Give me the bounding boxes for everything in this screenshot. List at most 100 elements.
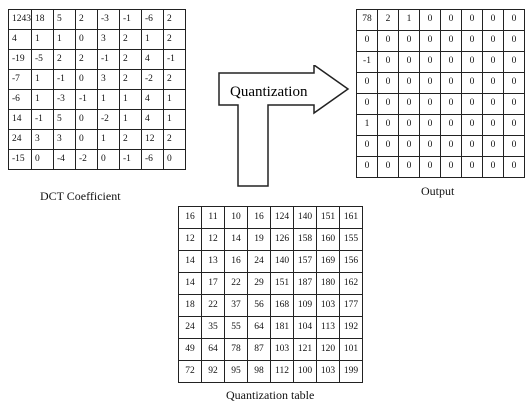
quant-cell: 64: [247, 316, 271, 339]
quant-cell: 35: [201, 316, 225, 339]
dct-cell: 2: [163, 129, 186, 150]
output-cell: 78: [356, 9, 378, 31]
dct-cell: -1: [119, 9, 142, 30]
quant-cell: 151: [316, 206, 340, 229]
dct-cell: 2: [119, 49, 142, 70]
dct-cell: -1: [97, 49, 120, 70]
dct-cell: 4: [141, 109, 164, 130]
dct-cell: 1: [163, 89, 186, 110]
output-cell: 0: [419, 135, 441, 157]
quant-cell: 101: [339, 338, 363, 361]
quant-cell: 22: [201, 294, 225, 317]
output-cell: 0: [503, 156, 525, 178]
dct-cell: 1: [31, 89, 54, 110]
quant-cell: 104: [293, 316, 317, 339]
output-cell: 0: [461, 51, 483, 73]
dct-cell: 4: [8, 29, 32, 50]
quant-cell: 168: [270, 294, 294, 317]
quant-cell: 12: [201, 228, 225, 251]
dct-cell: 2: [119, 29, 142, 50]
dct-cell: 1: [97, 129, 120, 150]
dct-cell: -1: [31, 109, 54, 130]
dct-cell: 2: [163, 29, 186, 50]
dct-cell: 2: [119, 69, 142, 90]
quant-cell: 162: [339, 272, 363, 295]
output-cell: 2: [377, 9, 399, 31]
quant-cell: 49: [178, 338, 202, 361]
quant-cell: 140: [293, 206, 317, 229]
output-cell: 0: [440, 135, 462, 157]
dct-cell: 14: [8, 109, 32, 130]
quant-cell: 112: [270, 360, 294, 383]
quant-cell: 14: [178, 272, 202, 295]
quant-cell: 56: [247, 294, 271, 317]
dct-cell: -5: [31, 49, 54, 70]
output-cell: 0: [461, 135, 483, 157]
quant-cell: 16: [178, 206, 202, 229]
output-cell: 0: [398, 114, 420, 136]
output-cell: 0: [398, 51, 420, 73]
quant-cell: 109: [293, 294, 317, 317]
output-cell: 0: [503, 30, 525, 52]
quant-cell: 161: [339, 206, 363, 229]
dct-cell: 5: [53, 109, 76, 130]
output-cell: 0: [377, 72, 399, 94]
quant-cell: 98: [247, 360, 271, 383]
quant-cell: 192: [339, 316, 363, 339]
output-cell: 0: [503, 51, 525, 73]
quant-cell: 18: [178, 294, 202, 317]
quant-cell: 158: [293, 228, 317, 251]
quant-cell: 155: [339, 228, 363, 251]
output-cell: 0: [503, 9, 525, 31]
quant-cell: 181: [270, 316, 294, 339]
output-cell: 0: [356, 156, 378, 178]
output-cell: 0: [461, 114, 483, 136]
output-cell: 0: [482, 135, 504, 157]
dct-cell: -3: [97, 9, 120, 30]
quant-cell: 11: [201, 206, 225, 229]
output-cell: 0: [419, 51, 441, 73]
dct-cell: -7: [8, 69, 32, 90]
quant-cell: 95: [224, 360, 248, 383]
quant-cell: 103: [316, 294, 340, 317]
output-cell: 0: [398, 93, 420, 115]
quant-cell: 180: [316, 272, 340, 295]
quant-cell: 169: [316, 250, 340, 273]
quantization-table-caption: Quantization table: [226, 388, 315, 402]
output-cell: 0: [461, 93, 483, 115]
quant-cell: 10: [224, 206, 248, 229]
dct-cell: 1243: [8, 9, 32, 30]
output-cell: 0: [482, 9, 504, 31]
quant-cell: 37: [224, 294, 248, 317]
dct-cell: -4: [53, 149, 76, 170]
quant-cell: 199: [339, 360, 363, 383]
dct-cell: 3: [97, 69, 120, 90]
dct-cell: 4: [141, 89, 164, 110]
quant-cell: 177: [339, 294, 363, 317]
output-cell: 0: [419, 30, 441, 52]
dct-cell: 18: [31, 9, 54, 30]
quant-cell: 92: [201, 360, 225, 383]
output-cell: 0: [482, 30, 504, 52]
dct-cell: 0: [75, 69, 98, 90]
output-cell: 0: [419, 72, 441, 94]
output-cell: 0: [503, 135, 525, 157]
quant-cell: 24: [178, 316, 202, 339]
output-cell: 0: [377, 93, 399, 115]
output-cell: 0: [461, 156, 483, 178]
output-cell: 0: [482, 114, 504, 136]
output-caption: Output: [421, 184, 455, 198]
output-cell: 0: [440, 114, 462, 136]
output-cell: 0: [419, 156, 441, 178]
